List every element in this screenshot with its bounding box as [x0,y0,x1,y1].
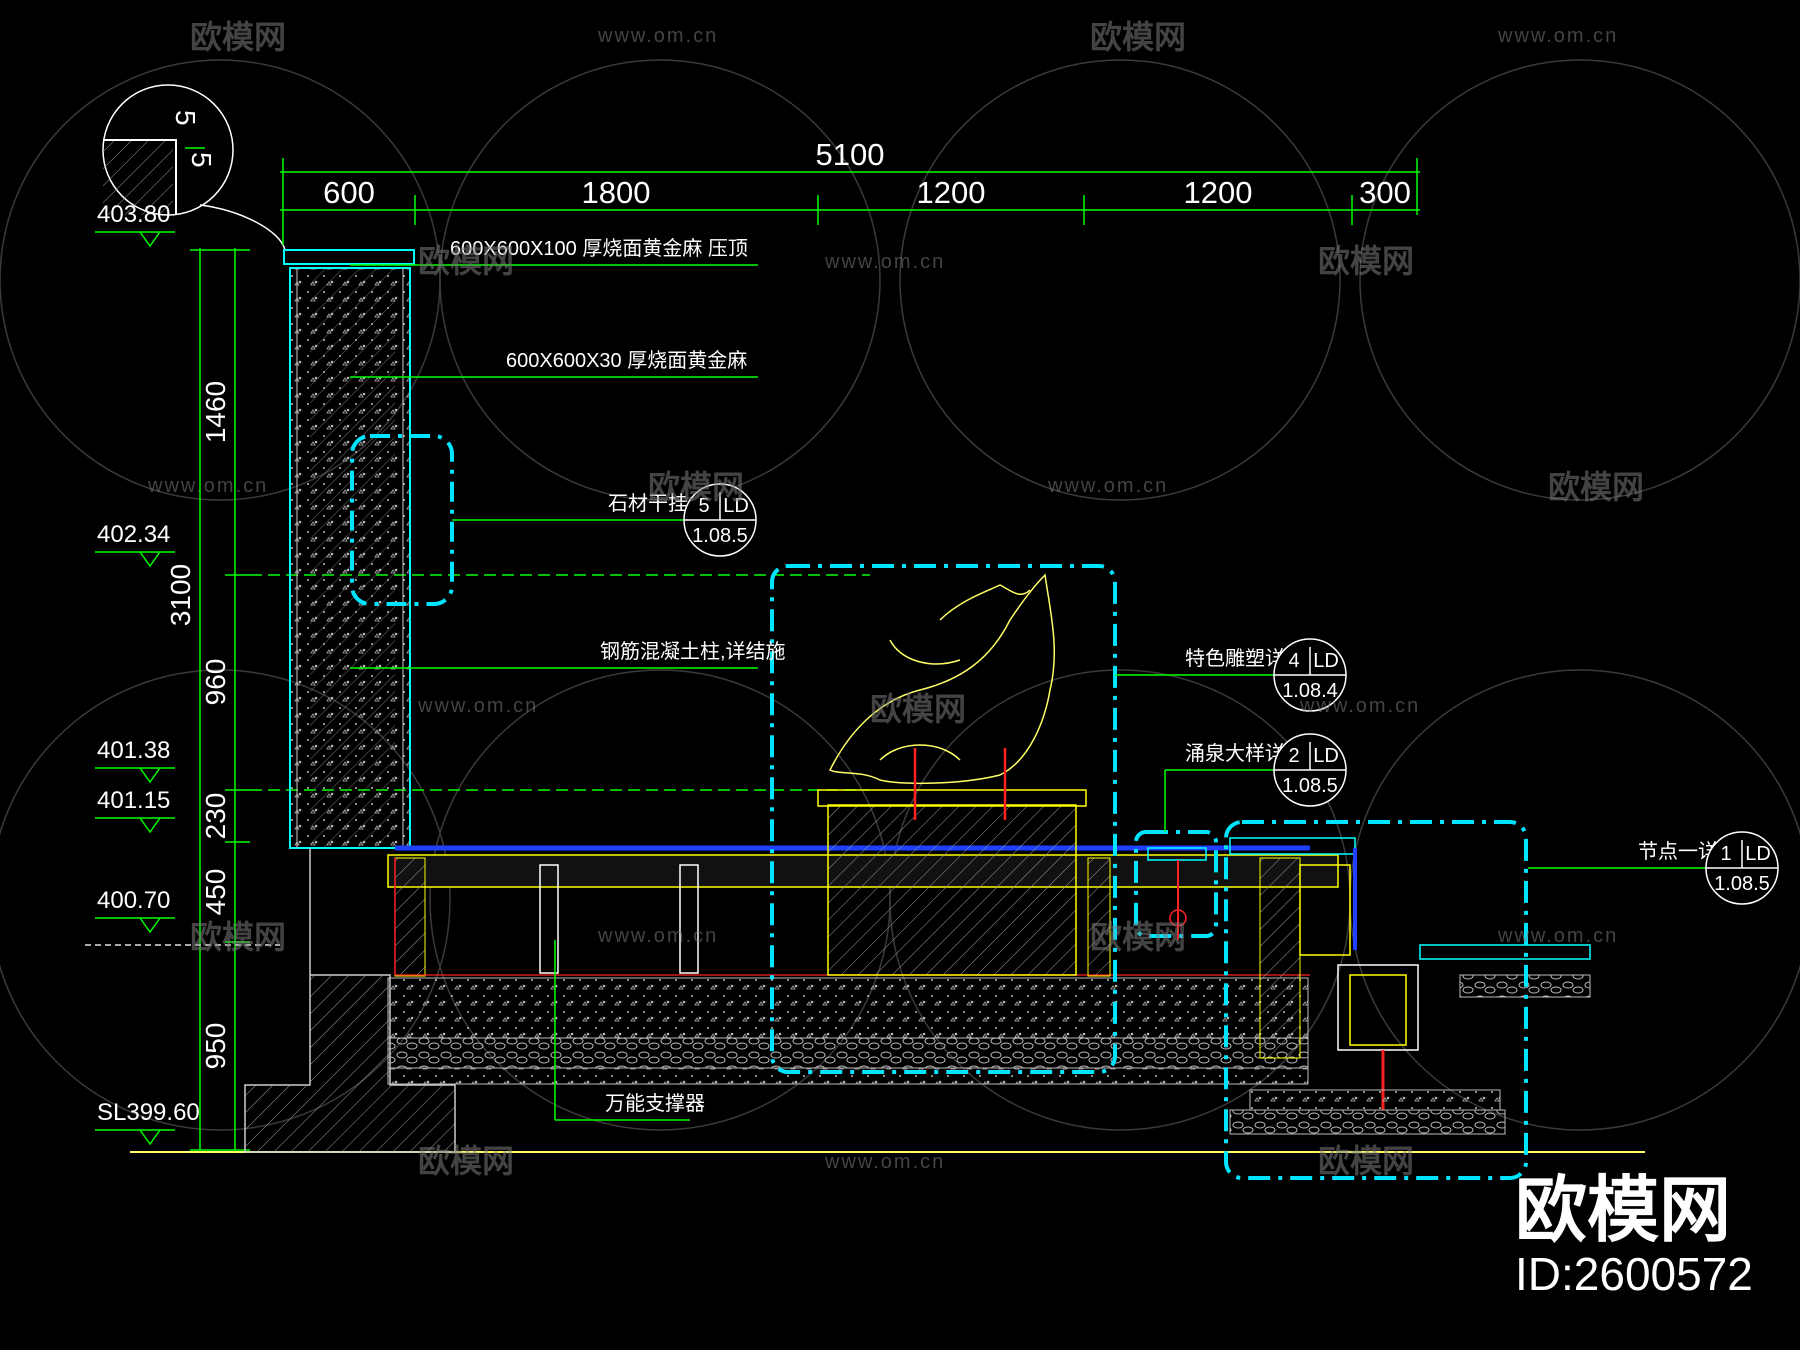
elevation-4: 401.15 [97,787,170,814]
note-pedestal: 万能支撑器 [605,1092,705,1115]
callout-bubble-1: 1 LD 1.08.5 [1705,831,1779,905]
note-sculpture: 特色雕塑详 [1185,647,1285,670]
svg-text:1.08.5: 1.08.5 [692,525,748,547]
svg-text:欧模网: 欧模网 [1090,19,1186,55]
svg-text:1: 1 [1720,843,1731,865]
svg-text:欧模网: 欧模网 [190,919,286,955]
dim-seg-3: 1200 [917,175,986,210]
vdim-230: 230 [200,793,231,840]
dim-seg-5: 300 [1359,175,1411,210]
watermarks: 欧模网 www.om.cn 欧模网 www.om.cn 欧模网 www.om.c… [147,19,1644,1179]
note-cladding: 600X600X30 厚烧面黄金麻 [506,349,747,372]
node-structure [1229,837,1591,1135]
vertical-dimensions [190,248,250,1151]
svg-text:LD: LD [723,495,749,517]
svg-text:www.om.cn: www.om.cn [824,251,945,273]
svg-text:www.om.cn: www.om.cn [824,1151,945,1173]
elevation-3: 401.38 [97,737,170,764]
svg-text:欧模网: 欧模网 [1548,469,1644,505]
vdim-950: 950 [200,1023,231,1070]
brand-logo: 欧模网 [1515,1171,1731,1251]
svg-text:www.om.cn: www.om.cn [1299,695,1420,717]
detail-dim-2: 5 [186,152,217,168]
horizontal-dimensions [280,158,1420,245]
svg-text:www.om.cn: www.om.cn [1047,475,1168,497]
svg-text:1.08.5: 1.08.5 [1714,873,1770,895]
elevation-6: SL399.60 [97,1099,200,1126]
svg-text:www.om.cn: www.om.cn [1497,25,1618,47]
svg-text:4: 4 [1288,650,1299,672]
svg-text:1.08.5: 1.08.5 [1282,775,1338,797]
note-node: 节点一详 [1638,840,1718,863]
callout-bubble-4: 4 LD 1.08.4 [1273,638,1347,712]
svg-text:欧模网: 欧模网 [870,691,966,727]
svg-text:欧模网: 欧模网 [1318,1143,1414,1179]
svg-text:www.om.cn: www.om.cn [597,925,718,947]
svg-text:欧模网: 欧模网 [1090,919,1186,955]
brand-id: ID:2600572 [1515,1248,1753,1300]
callout-bubble-2: 2 LD 1.08.5 [1273,733,1347,807]
detail-dim-1: 5 [170,110,201,126]
detail-highlights [770,564,1528,1180]
svg-text:LD: LD [1745,843,1771,865]
dim-seg-4: 1200 [1184,175,1253,210]
svg-text:欧模网: 欧模网 [1318,243,1414,279]
svg-text:5: 5 [698,495,709,517]
svg-text:2: 2 [1288,745,1299,767]
leader-lines [350,264,1706,1121]
svg-text:欧模网: 欧模网 [418,1143,514,1179]
svg-text:www.om.cn: www.om.cn [1497,925,1618,947]
sculpture-outline [828,573,1055,785]
note-stone-column: 石材干挂 [608,492,688,515]
stone-column-highlight [350,434,454,606]
detail-circle: 5 5 [102,84,286,251]
dim-seg-2: 1800 [582,175,651,210]
svg-text:欧模网: 欧模网 [648,469,744,505]
svg-text:www.om.cn: www.om.cn [417,695,538,717]
elevation-2: 402.34 [97,521,170,548]
fountain-detail [1147,847,1207,940]
svg-text:欧模网: 欧模网 [418,243,514,279]
note-cap: 600X600X100 厚烧面黄金麻 压顶 [450,237,748,260]
pool-structure [387,789,1339,1085]
elevation-1: 403.80 [97,201,170,228]
rebar-marks [913,748,1007,820]
note-fountain: 涌泉大样详 [1185,742,1285,765]
dim-seg-1: 600 [323,175,375,210]
vdim-3100: 3100 [165,564,196,626]
note-rc-column: 钢筋混凝土柱,详结施 [600,640,786,663]
svg-text:www.om.cn: www.om.cn [147,475,268,497]
vdim-960: 960 [200,659,231,706]
dim-overall: 5100 [816,137,885,172]
svg-text:www.om.cn: www.om.cn [597,25,718,47]
callout-bubble-5: 5 LD 1.08.5 [683,483,757,557]
vdim-450: 450 [200,869,231,916]
svg-text:LD: LD [1313,650,1339,672]
svg-text:1.08.4: 1.08.4 [1282,680,1338,702]
elevation-5: 400.70 [97,887,170,914]
vdim-1460: 1460 [200,381,231,443]
svg-text:欧模网: 欧模网 [190,19,286,55]
elevation-markers [95,231,870,1146]
svg-text:LD: LD [1313,745,1339,767]
